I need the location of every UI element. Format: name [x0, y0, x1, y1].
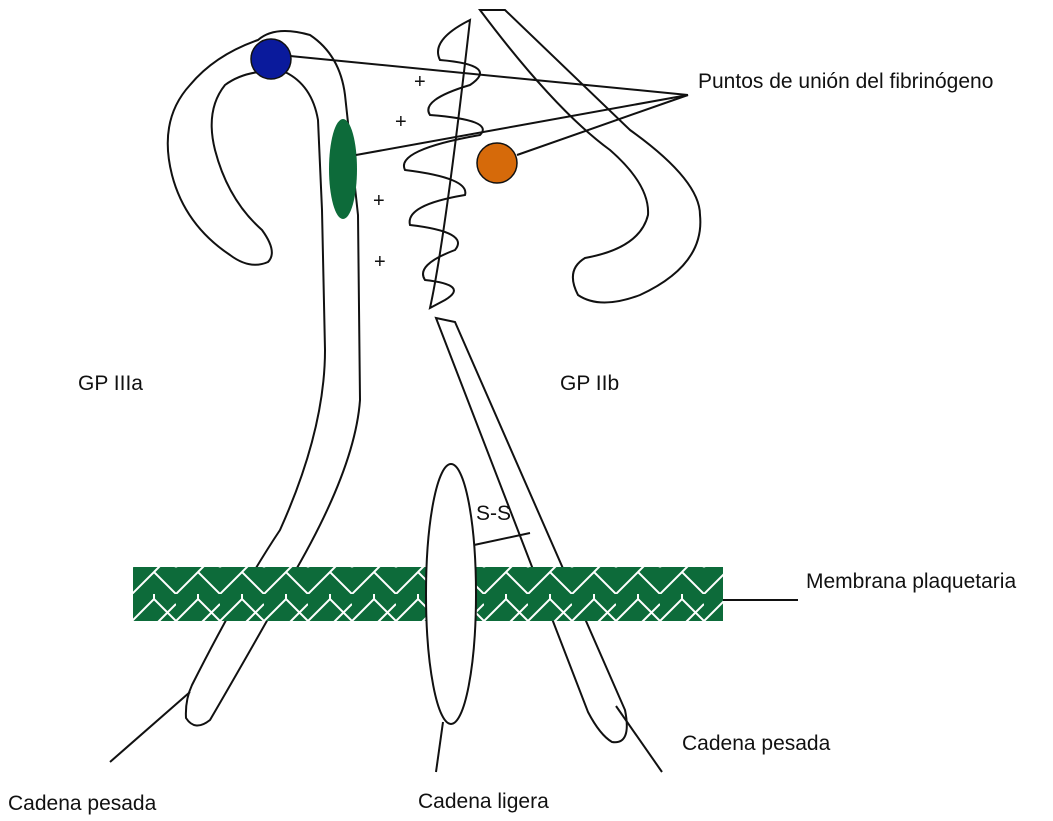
plus-sign: + [373, 190, 385, 212]
leader-line-light [436, 722, 443, 772]
plus-sign: + [395, 111, 407, 133]
membrane-label: Membrana plaquetaria [806, 570, 1016, 593]
plus-sign: + [414, 71, 426, 93]
binding-site-green [329, 119, 357, 219]
light-chain-label: Cadena ligera [418, 790, 549, 813]
fibrinogen-sites-label: Puntos de unión del fibrinógeno [698, 70, 993, 93]
gp-iiia-heavy-chain [168, 31, 360, 726]
heavy-chain-right-label: Cadena pesada [682, 732, 831, 755]
leader-line-heavy-left [110, 692, 190, 762]
gp-iiia-label: GP IIIa [78, 372, 143, 395]
disulfide-label: S-S [476, 502, 511, 525]
heavy-chain-left-label: Cadena pesada [8, 792, 157, 815]
plus-sign: + [374, 251, 386, 273]
binding-site-blue [251, 39, 291, 79]
gp-iib-propeller [404, 20, 483, 308]
binding-site-orange [477, 143, 517, 183]
gp-iib-label: GP IIb [560, 372, 619, 395]
leader-line-blue [290, 56, 688, 95]
gp-iib-light-chain [426, 464, 476, 724]
